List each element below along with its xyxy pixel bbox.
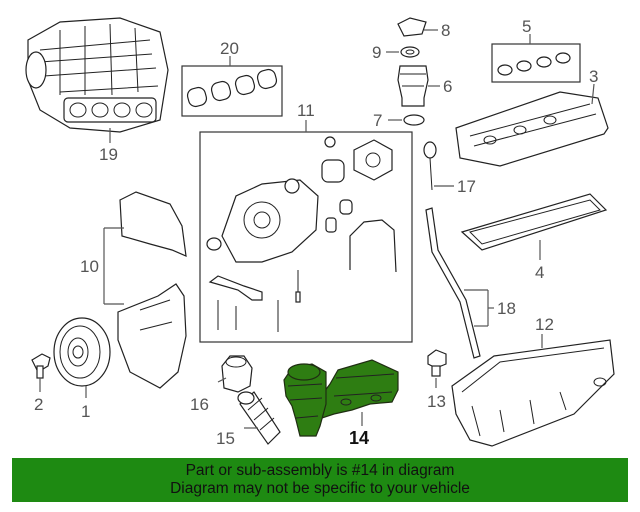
o-ring-part[interactable] bbox=[403, 114, 425, 126]
banner-line-2: Diagram may not be specific to your vehi… bbox=[170, 480, 470, 497]
callout-3: 3 bbox=[589, 67, 598, 86]
oil-filler-cap-part[interactable] bbox=[397, 17, 427, 37]
callout-13: 13 bbox=[427, 392, 446, 411]
callout-11: 11 bbox=[297, 101, 315, 120]
filter-cap-part[interactable] bbox=[221, 355, 253, 393]
callout-1: 1 bbox=[81, 402, 90, 421]
gasket-set-box bbox=[181, 65, 283, 117]
banner-line-1: Part or sub-assembly is #14 in diagram bbox=[185, 462, 455, 479]
filter-housing-part[interactable] bbox=[397, 65, 429, 107]
callout-12: 12 bbox=[535, 315, 554, 334]
callout-19: 19 bbox=[99, 145, 118, 164]
callout-14: 14 bbox=[349, 428, 369, 448]
callout-10: 10 bbox=[80, 257, 99, 276]
timing-cover-part[interactable] bbox=[117, 191, 187, 389]
oil-filter-housing-assembly-part[interactable] bbox=[283, 359, 399, 437]
callout-4: 4 bbox=[535, 263, 544, 282]
crankshaft-pulley-part[interactable] bbox=[53, 317, 111, 387]
dipstick-part[interactable] bbox=[423, 141, 437, 191]
callout-6: 6 bbox=[443, 77, 452, 96]
callout-5: 5 bbox=[522, 17, 531, 36]
callout-15: 15 bbox=[216, 429, 235, 448]
oil-pump-part[interactable] bbox=[206, 136, 397, 332]
callout-17: 17 bbox=[457, 177, 476, 196]
callout-18: 18 bbox=[497, 299, 516, 318]
callout-8: 8 bbox=[441, 21, 450, 40]
callout-2: 2 bbox=[34, 395, 43, 414]
callout-20: 20 bbox=[220, 39, 239, 58]
seal-part[interactable] bbox=[400, 46, 420, 58]
valve-cover-part[interactable] bbox=[455, 91, 609, 167]
drain-plug-part[interactable] bbox=[427, 349, 447, 377]
valve-cover-gasket-part[interactable] bbox=[460, 193, 608, 251]
callout-7: 7 bbox=[373, 111, 382, 130]
callout-9: 9 bbox=[372, 43, 381, 62]
callout-16: 16 bbox=[190, 395, 209, 414]
intake-gasket-part[interactable] bbox=[186, 68, 278, 108]
plug-set-box bbox=[491, 43, 581, 83]
oil-filter-part[interactable] bbox=[237, 391, 281, 445]
plug-set-part[interactable] bbox=[497, 52, 571, 76]
intake-manifold-part[interactable] bbox=[25, 17, 169, 133]
pulley-bolt-part[interactable] bbox=[31, 353, 51, 379]
part-info-banner: Part or sub-assembly is #14 in diagram D… bbox=[12, 458, 628, 502]
oil-pan-part[interactable] bbox=[451, 339, 615, 447]
engine-parts-diagram: 19 20 8 9 6 7 5 bbox=[25, 17, 615, 448]
dipstick-tube-part[interactable] bbox=[425, 207, 481, 359]
